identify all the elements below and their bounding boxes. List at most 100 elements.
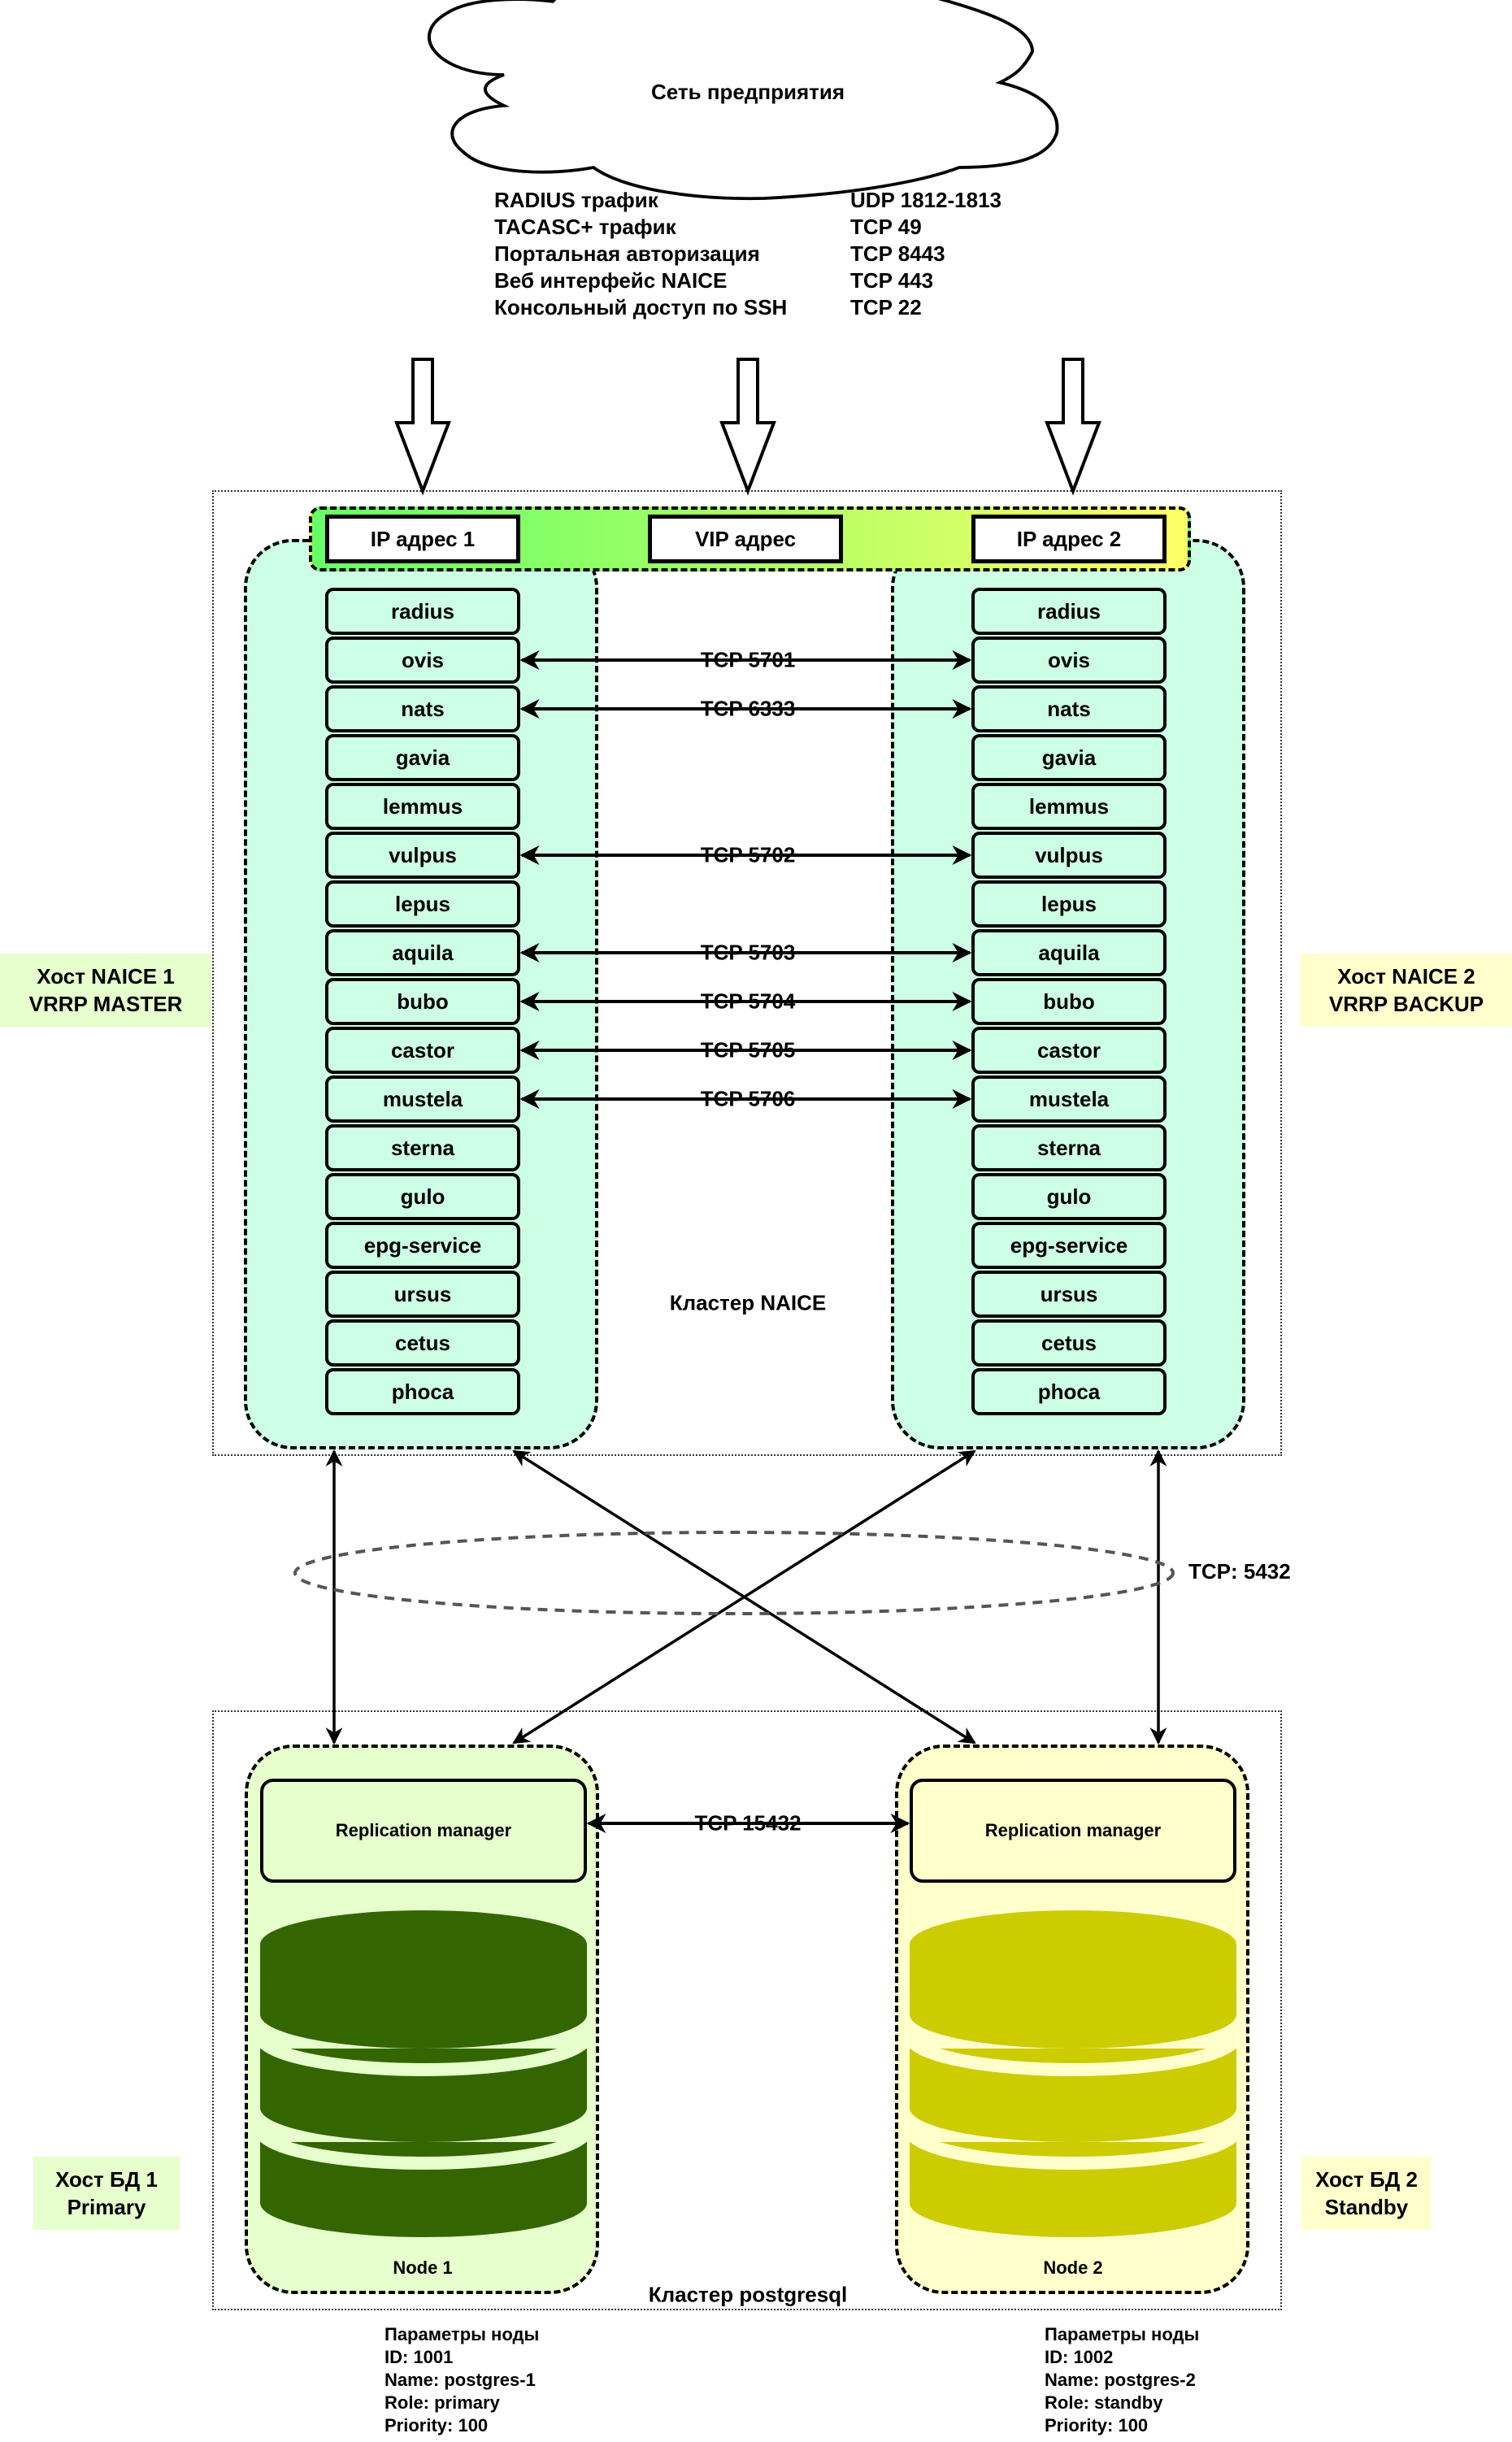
host-db-1-label: Хост БД 1 Primary (33, 2157, 180, 2230)
node-param-line: Параметры ноды (385, 2324, 540, 2344)
host-2-service-ursus: ursus (971, 1271, 1167, 1318)
host-1-service-epg-service: epg-service (325, 1222, 520, 1269)
host-1-service-ursus: ursus (325, 1271, 520, 1318)
db-cylinder-segment (260, 2049, 587, 2142)
host-2-service-gulo: gulo (971, 1173, 1167, 1220)
host-1-service-lemmus: lemmus (325, 783, 520, 830)
host-1-service-phoca: phoca (325, 1368, 520, 1415)
host-db-2-label: Хост БД 2 Standby (1301, 2157, 1432, 2230)
host-2-service-lepus: lepus (971, 880, 1167, 928)
host-1-service-gulo: gulo (325, 1173, 520, 1220)
traffic-name: RADIUS трафик (494, 188, 658, 212)
host-1-service-sterna: sterna (325, 1124, 520, 1171)
db-cylinder-segment (260, 2142, 587, 2237)
host-2-service-castor: castor (971, 1027, 1167, 1074)
replication-manager-2: Replication manager (910, 1779, 1236, 1883)
host-1-service-castor: castor (325, 1027, 520, 1074)
pg-cluster-label: Кластер postgresql (648, 2282, 848, 2307)
host-2-service-epg-service: epg-service (971, 1222, 1167, 1269)
arrow-to-vip-icon (719, 358, 776, 496)
host-db-1-role: Primary (67, 2195, 146, 2219)
host-db-2-name: Хост БД 2 (1315, 2167, 1418, 2192)
host-1-service-mustela: mustela (325, 1075, 520, 1123)
node-2-label: Node 2 (1043, 2257, 1103, 2278)
host-1-service-bubo: bubo (325, 978, 520, 1025)
traffic-port: TCP 49 (850, 215, 922, 239)
traffic-port: TCP 8443 (850, 241, 945, 266)
replication-manager-1: Replication manager (260, 1779, 587, 1883)
host-naice-1-label: Хост NAICE 1 VRRP MASTER (0, 954, 211, 1027)
naice2-db1-link (512, 1449, 976, 1745)
traffic-port: TCP 443 (850, 268, 934, 293)
host-2-service-cetus: cetus (971, 1319, 1167, 1367)
db-cylinder-2 (903, 1910, 1243, 2237)
enterprise-network-cloud (428, 0, 1059, 201)
ip-address-1: IP адрес 1 (325, 515, 520, 563)
host-2-service-vulpus: vulpus (971, 832, 1167, 879)
traffic-port: UDP 1812-1813 (850, 188, 1001, 212)
vip-address: VIP адрес (648, 515, 843, 563)
host-2-service-gavia: gavia (971, 734, 1167, 781)
host-2-service-nats: nats (971, 685, 1167, 732)
node-param-line: ID: 1001 (385, 2347, 454, 2367)
node-param-line: ID: 1002 (1045, 2347, 1114, 2367)
cloud-label: Сеть предприятия (650, 79, 845, 104)
db-link-label: TCP: 5432 (1188, 1559, 1291, 1584)
traffic-name: Веб интерфейс NAICE (494, 268, 728, 293)
host-1-service-nats: nats (325, 685, 520, 732)
host-1-service-ovis: ovis (325, 637, 520, 684)
host-2-service-ovis: ovis (971, 637, 1167, 684)
node-param-line: Name: postgres-2 (1045, 2370, 1196, 2390)
host-2-service-radius: radius (971, 588, 1167, 635)
host-1-service-aquila: aquila (325, 929, 520, 976)
traffic-port: TCP 22 (850, 295, 922, 319)
naice-cluster-label: Кластер NAICE (669, 1290, 827, 1315)
arrow-to-ip1-icon (394, 358, 451, 496)
host-1-service-gavia: gavia (325, 734, 520, 781)
host-1-service-vulpus: vulpus (325, 832, 520, 879)
host-db-2-role: Standby (1324, 2195, 1409, 2219)
host-naice-2-label: Хост NAICE 2 VRRP BACKUP (1301, 954, 1512, 1027)
db-cylinder-band (254, 2034, 593, 2076)
host-2-service-bubo: bubo (971, 978, 1167, 1025)
node-param-line: Name: postgres-1 (385, 2370, 536, 2390)
host-naice-1-role: VRRP MASTER (28, 992, 183, 1016)
db-cylinder-segment (910, 2142, 1236, 2237)
host-1-service-radius: radius (325, 588, 520, 635)
db-cylinder-top (910, 1910, 1236, 1979)
host-2-service-sterna: sterna (971, 1124, 1167, 1171)
ip-address-2: IP адрес 2 (971, 515, 1167, 563)
host-2-service-aquila: aquila (971, 929, 1167, 976)
host-2-service-mustela: mustela (971, 1075, 1167, 1123)
db-links-group-ellipse (293, 1531, 1175, 1615)
traffic-name: TACASC+ трафик (494, 215, 676, 239)
node-param-line: Параметры ноды (1045, 2324, 1200, 2344)
node-param-line: Priority: 100 (385, 2415, 489, 2435)
host-naice-1-name: Хост NAICE 1 (37, 964, 175, 989)
node-param-line: Priority: 100 (1045, 2415, 1149, 2435)
arrow-to-ip2-icon (1045, 358, 1101, 496)
host-1-service-lepus: lepus (325, 880, 520, 928)
traffic-name: Портальная авторизация (494, 241, 760, 266)
host-naice-2-role: VRRP BACKUP (1328, 992, 1484, 1016)
db-cylinder-band (903, 2034, 1243, 2076)
host-db-1-name: Хост БД 1 (55, 2167, 158, 2192)
db-cylinder-segment (910, 2049, 1236, 2142)
node-param-line: Role: primary (385, 2392, 500, 2413)
db-cylinder-band (254, 2127, 593, 2170)
db-cylinder-1 (254, 1910, 593, 2237)
traffic-name: Консольный доступ по SSH (494, 295, 788, 319)
node-param-line: Role: standby (1045, 2392, 1163, 2413)
host-naice-2-name: Хост NAICE 2 (1337, 964, 1475, 989)
host-1-service-cetus: cetus (325, 1319, 520, 1367)
host-2-service-lemmus: lemmus (971, 783, 1167, 830)
host-2-service-phoca: phoca (971, 1368, 1167, 1415)
db-cylinder-band (903, 2127, 1243, 2170)
db-cylinder-top (260, 1910, 587, 1979)
